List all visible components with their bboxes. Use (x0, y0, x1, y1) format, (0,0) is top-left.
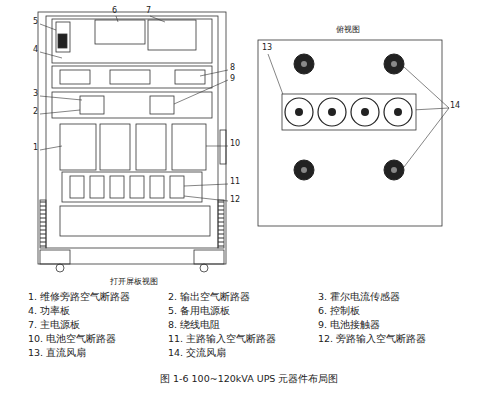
legend-item: 11. 主路输入空气断路器 (168, 334, 276, 344)
legend-item: 13. 直流风扇 (28, 348, 86, 358)
callout-number: 1 (33, 144, 38, 153)
callout-number: 2 (33, 108, 38, 117)
cabinet-top (258, 40, 442, 226)
legend-item: 5. 备用电源板 (168, 306, 230, 316)
callout-number: 5 (33, 18, 38, 27)
legend-item: 2. 输出空气断路器 (168, 292, 250, 302)
view-title: 打开屏板视图 (110, 278, 158, 287)
legend-item: 4. 功率板 (28, 306, 70, 316)
callout-number: 9 (230, 75, 235, 84)
legend-item: 10. 电池空气断路器 (28, 334, 116, 344)
legend-item: 6. 控制板 (318, 306, 360, 316)
callout-number: 6 (112, 7, 117, 16)
legend-item: 9. 电池接触器 (318, 320, 380, 330)
callout-number: 7 (146, 7, 151, 16)
callout-number: 10 (230, 140, 240, 149)
legend-item: 7. 主电源板 (28, 320, 80, 330)
view-title: 俯视图 (336, 26, 360, 35)
callout-number: 11 (230, 178, 240, 187)
cabinet-front (38, 12, 226, 272)
callout-number: 4 (33, 46, 38, 55)
legend-item: 8. 绕线电阻 (168, 320, 220, 330)
leader-lines (40, 16, 449, 201)
legend-item: 12. 旁路输入空气断路器 (318, 334, 426, 344)
callout-number: 14 (450, 102, 460, 111)
callout-number: 8 (230, 64, 235, 73)
callout-number: 13 (262, 44, 272, 53)
legend-item: 3. 霍尔电流传感器 (318, 292, 400, 302)
callout-number: 3 (33, 90, 38, 99)
legend-item: 1. 维修旁路空气断路器 (28, 292, 130, 302)
callout-number: 12 (230, 196, 240, 205)
legend-item: 14. 交流风扇 (168, 348, 226, 358)
figure-caption: 图 1-6 100~120kVA UPS 元器件布局图 (160, 374, 338, 384)
